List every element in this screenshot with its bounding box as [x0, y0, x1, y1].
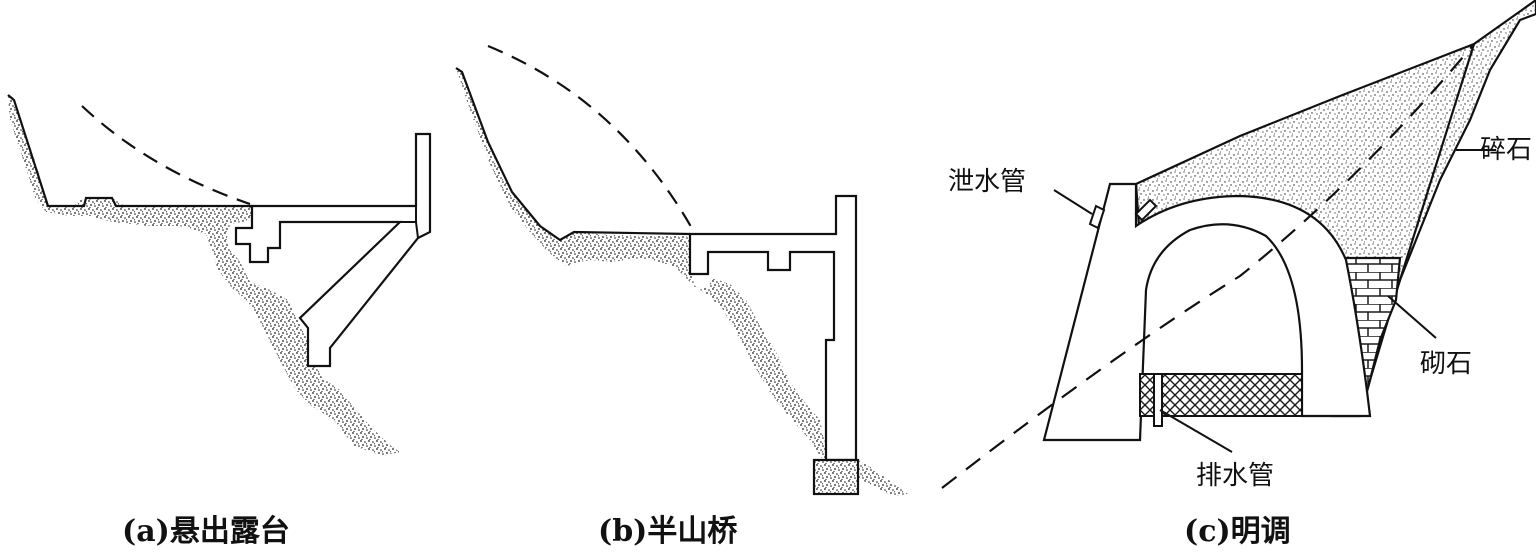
rock-mass-a [8, 95, 400, 456]
label-drain-pipe: 排水管 [1196, 461, 1274, 491]
panel-b: (b)半山桥 [455, 44, 908, 549]
bridge-footing [812, 458, 860, 496]
invert-backfill [1139, 373, 1303, 417]
terrace-structure [234, 132, 432, 368]
outlet-pipe-top [1134, 198, 1158, 222]
leader-outlet-pipe [1053, 189, 1093, 215]
leader-drain-pipe [1159, 409, 1233, 453]
panel-c: 泄水管 碎石 砌石 排水管 (c)明调 [941, 0, 1536, 549]
label-gravel: 碎石 [1480, 135, 1532, 165]
leader-rubble [1387, 295, 1437, 339]
terrace-inner-line [400, 206, 419, 239]
dashed-profile-a [81, 105, 251, 206]
label-outlet-pipe: 泄水管 [948, 167, 1026, 197]
dashed-profile-c [941, 43, 1475, 489]
rock-surface-line-b [455, 67, 691, 242]
panel-a: (a)悬出露台 [7, 94, 432, 549]
rock-mass-b [456, 68, 908, 496]
caption-b: (b)半山桥 [598, 514, 737, 549]
dashed-profile-b [487, 44, 695, 233]
drain-pipe [1153, 373, 1163, 427]
rock-surface-line-a [7, 94, 252, 208]
bridge-structure [688, 194, 858, 462]
outlet-pipe [1088, 204, 1106, 230]
tunnel-lining [1042, 182, 1372, 442]
caption-a: (a)悬出露台 [122, 514, 290, 549]
label-rubble: 砌石 [1420, 349, 1472, 379]
caption-c: (c)明调 [1184, 514, 1291, 549]
